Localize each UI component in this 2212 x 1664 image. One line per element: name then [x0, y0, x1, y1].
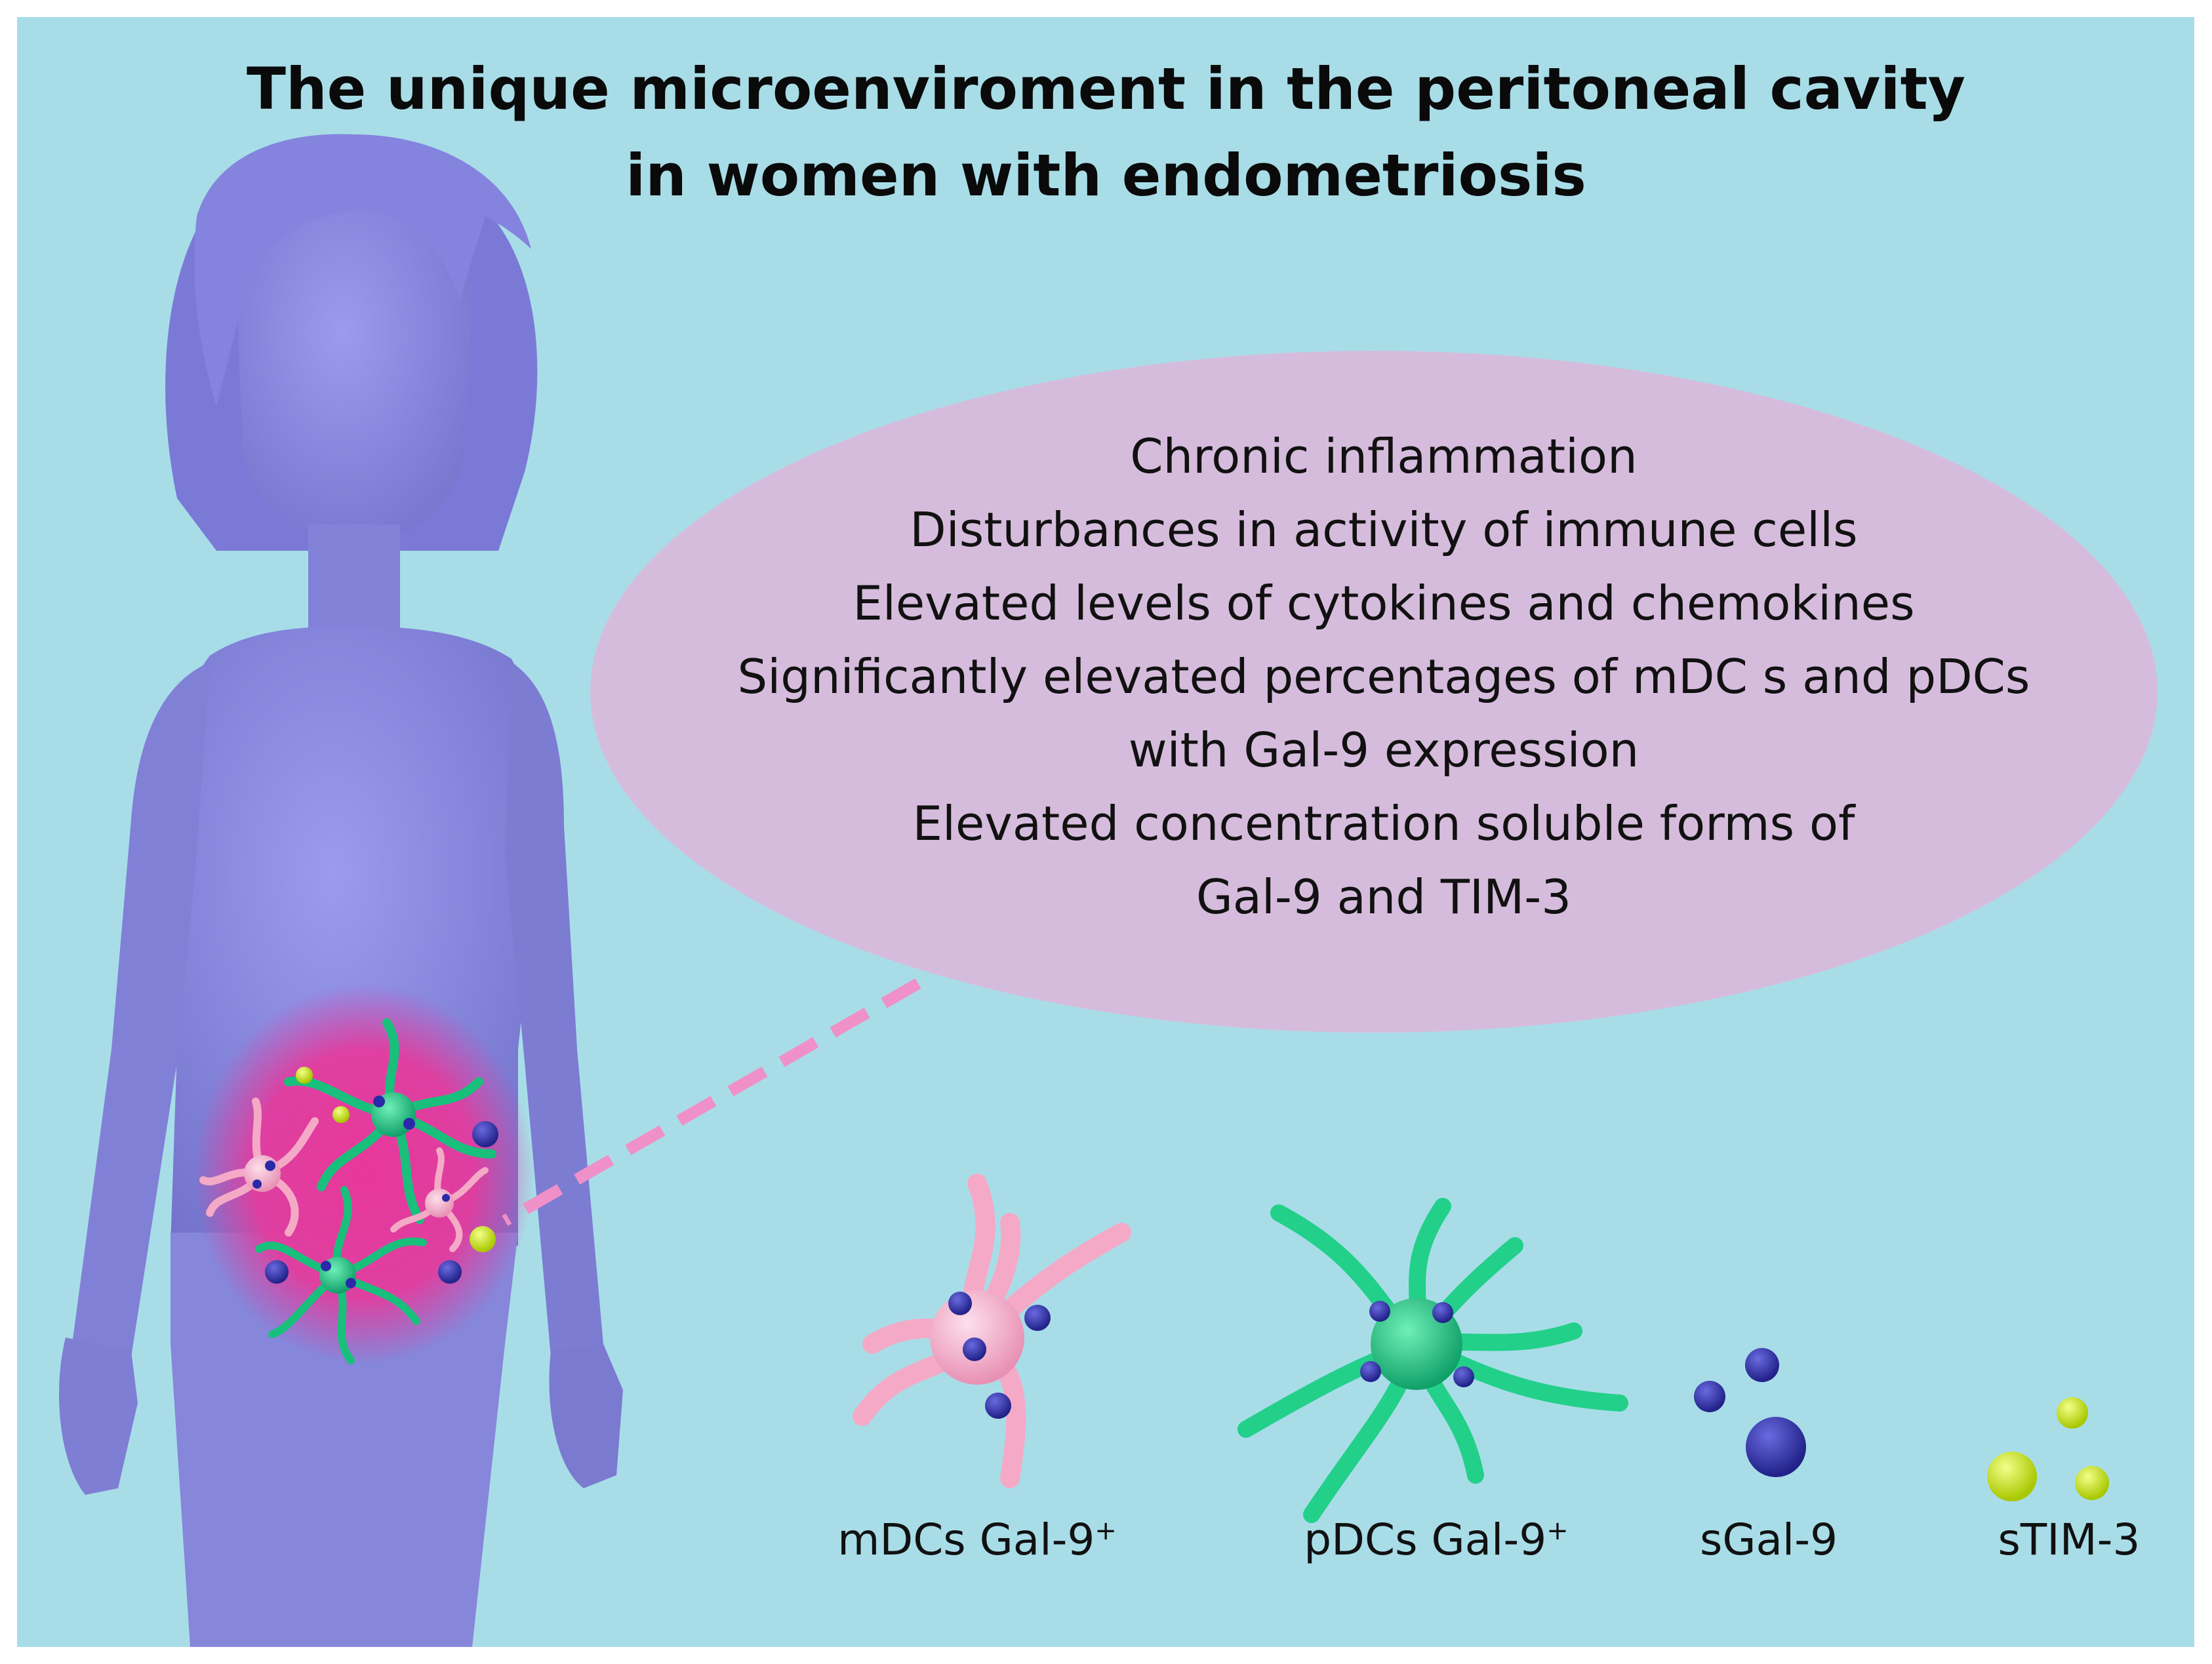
legend-text: pDCs Gal-9 [1304, 1515, 1547, 1565]
sgal9-molecule-icon [1694, 1348, 1806, 1477]
woman-figure [59, 134, 623, 1647]
body-stim3-3 [470, 1226, 496, 1252]
pdc-cell-icon [1237, 1198, 1628, 1523]
right-hand [549, 1344, 623, 1488]
mdc-cell-icon [853, 1174, 1131, 1488]
bubble-line: Elevated concentration soluble forms of [912, 796, 1855, 851]
body-mdc-left [199, 1098, 319, 1237]
info-bubble [590, 351, 2158, 1033]
body-sgal9-3 [438, 1260, 462, 1284]
bubble-line: Chronic inflammation [1130, 429, 1638, 484]
bubble-line: with Gal-9 expression [1128, 723, 1639, 778]
body-stim3-1 [296, 1067, 313, 1084]
hair-top [194, 134, 531, 406]
legend-sup: + [1095, 1516, 1117, 1546]
legend-text: sGal-9 [1699, 1515, 1838, 1565]
right-arm [505, 662, 603, 1357]
legend-label-stim3: sTIM-3 [1998, 1515, 2141, 1565]
body-pdc-lower [255, 1186, 427, 1364]
legend-label-mdc: mDCs Gal-9+ [837, 1515, 1117, 1565]
body-sgal9-2 [265, 1260, 289, 1284]
legend-text: sTIM-3 [1998, 1515, 2141, 1565]
stim3-molecule-icon [1987, 1397, 2109, 1501]
legend-sup: + [1546, 1516, 1569, 1546]
bubble-line: Elevated levels of cytokines and chemoki… [853, 576, 1915, 631]
bubble-line: Gal-9 and TIM-3 [1196, 869, 1572, 924]
face [236, 190, 472, 544]
left-hand [59, 1337, 138, 1495]
bubble-line: Significantly elevated percentages of mD… [737, 649, 2030, 704]
body-sgal9-1 [472, 1121, 498, 1147]
legend-text: mDCs Gal-9 [837, 1515, 1095, 1565]
legend-label-sgal9: sGal-9 [1700, 1515, 1838, 1565]
title-line-1: The unique microenviroment in the perito… [246, 55, 1965, 123]
left-arm [72, 662, 210, 1357]
diagram-title: The unique microenviroment in the perito… [0, 46, 2212, 219]
bubble-text: Chronic inflammation Disturbances in act… [656, 420, 2112, 934]
legend-label-pdc: pDCs Gal-9+ [1304, 1515, 1568, 1565]
bubble-connector [502, 978, 921, 1226]
cells-in-body [199, 1018, 498, 1364]
body-mdc-right [390, 1147, 489, 1252]
title-line-2: in women with endometriosis [626, 142, 1586, 209]
body-stim3-2 [332, 1106, 350, 1123]
bubble-line: Disturbances in activity of immune cells [910, 502, 1858, 557]
